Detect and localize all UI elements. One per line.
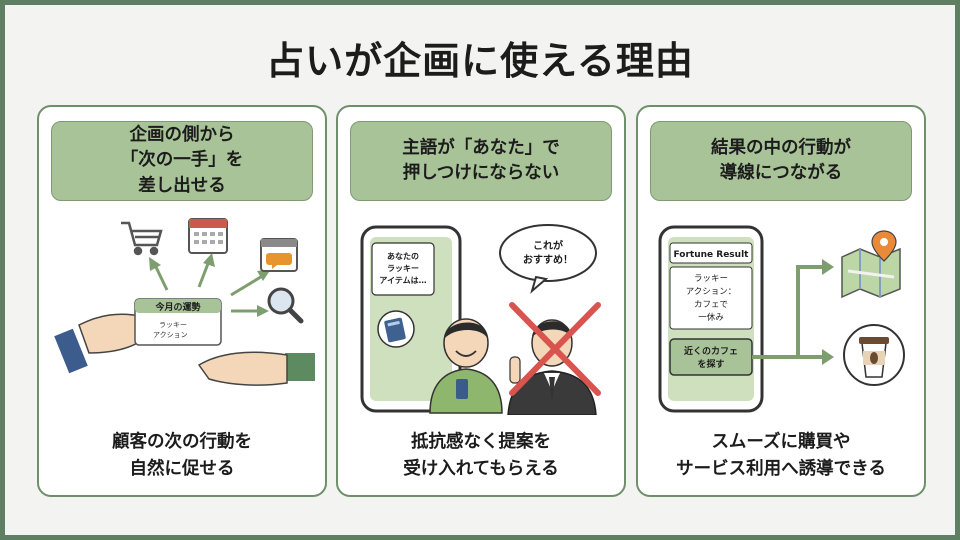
find-cafe-button[interactable]: 近くのカフェ を探す [669,338,753,376]
magnifier-icon [267,287,304,324]
arrows-group [153,260,265,313]
card-3-illustration: Fortune Result ラッキー アクション： カフェで 一休み 近くのカ… [658,225,905,413]
cross-mark-icon [509,302,601,396]
flow-arrows [752,265,824,359]
result-line2: アクション： [686,287,737,297]
receiving-hand [197,351,315,386]
card-1-footer: 顧客の次の行動を 自然に促せる [112,432,252,480]
phone-header-title: Fortune Result [674,250,750,260]
speech-line2: おすすめ！ [523,254,573,266]
phone-bubble-line1: あなたの [387,251,419,261]
card-2-heading: 主語が「あなた」で 押しつけにならない [402,137,560,183]
fortune-card-label: 今月の運勢 [154,301,200,313]
result-line1: ラッキー [694,274,728,284]
phone-mockup: あなたの ラッキー アイテムは… [360,225,462,413]
chat-calendar-icon [260,238,298,272]
coffee-cup-icon [843,324,905,386]
fortune-card: 今月の運勢 ラッキー アクション [134,298,222,346]
smiling-person [429,318,503,414]
fortune-card-sub1: ラッキー [159,321,187,329]
card-1-illustration: 今月の運勢 ラッキー アクション [54,218,315,386]
result-line4: 一休み [698,312,724,323]
cta-line2: を探す [697,358,724,370]
card-3-footer: スムーズに購買や サービス利用へ誘導できる [676,432,886,480]
reason-card-2: 主語が「あなた」で 押しつけにならない あなたの ラッキー アイテムは… [336,105,626,497]
card-3-header: 結果の中の行動が 導線につながる [650,121,912,201]
reason-card-3: 結果の中の行動が 導線につながる Fortune Result ラッキー アクシ… [636,105,926,497]
cta-line1: 近くのカフェ [684,345,738,357]
pushy-salesman [507,319,597,415]
phone-bubble-line3: アイテムは… [379,276,426,285]
card-1-heading: 企画の側から 「次の一手」を 差し出せる [120,124,244,196]
book-icon [384,317,406,343]
cart-icon [121,221,163,256]
result-line3: カフェで [694,300,728,310]
card-2-illustration: あなたの ラッキー アイテムは… これが おすすめ！ [360,224,601,415]
card-1-header: 企画の側から 「次の一手」を 差し出せる [51,121,313,201]
slide-title: 占いが企画に使える理由 [266,39,694,83]
phone-bubble-line2: ラッキー [387,264,419,273]
fortune-card-sub2: アクション [153,331,188,339]
card-3-heading: 結果の中の行動が 導線につながる [711,137,851,183]
card-2-header: 主語が「あなた」で 押しつけにならない [350,121,612,201]
reason-card-1: 企画の側から 「次の一手」を 差し出せる [37,105,327,497]
recommend-speech-bubble: これが おすすめ！ [499,224,597,294]
speech-line1: これが [533,239,564,252]
map-pin-icon [841,230,901,299]
card-2-footer: 抵抗感なく提案を 受け入れてもらえる [403,432,559,480]
calendar-icon [188,218,228,254]
result-phone: Fortune Result ラッキー アクション： カフェで 一休み 近くのカ… [658,225,764,413]
